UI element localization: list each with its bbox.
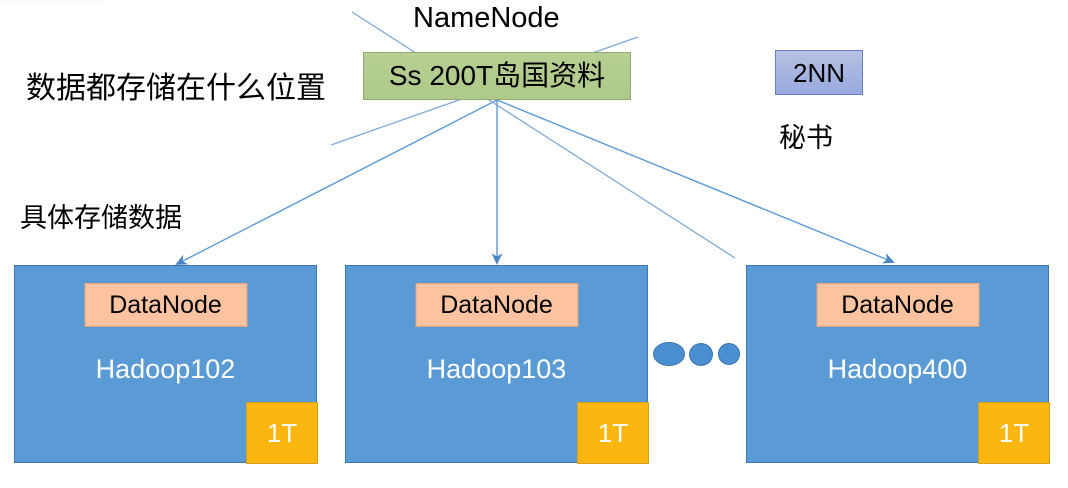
capacity-chip: 1T [978, 402, 1050, 464]
slide-edge-artifact [0, 0, 108, 4]
annotation-data-location: 数据都存储在什么位置 [26, 72, 326, 105]
annotation-concrete-storage: 具体存储数据 [20, 203, 182, 233]
host-node[interactable]: DataNode Hadoop103 1T [345, 265, 649, 464]
secondary-namenode-label: 2NN [792, 57, 845, 88]
datanode-label: DataNode [440, 290, 553, 319]
capacity-chip: 1T [577, 402, 649, 464]
page-title: NameNode [413, 2, 560, 34]
host-node[interactable]: DataNode Hadoop102 1T [14, 265, 318, 464]
host-name-label: Hadoop103 [426, 354, 567, 384]
host-name-label: Hadoop102 [95, 354, 236, 384]
capacity-label: 1T [266, 418, 298, 448]
datanode-label: DataNode [841, 290, 954, 319]
capacity-label: 1T [597, 418, 629, 448]
connector-namenode-to-host-0 [175, 99, 498, 265]
datanode-label: DataNode [109, 290, 222, 319]
capacity-label: 1T [998, 418, 1030, 448]
capacity-chip: 1T [246, 402, 318, 464]
ellipsis-dot-icon [653, 342, 685, 366]
datanode-badge[interactable]: DataNode [84, 283, 247, 327]
secondary-namenode-box[interactable]: 2NN [775, 50, 863, 95]
ellipsis-dot-icon [718, 343, 740, 365]
host-name-label: Hadoop400 [827, 354, 968, 384]
ellipsis-dots [653, 340, 740, 370]
datanode-badge[interactable]: DataNode [415, 283, 578, 327]
namenode-box[interactable]: Ss 200T岛国资料 [363, 52, 631, 100]
ellipsis-dot-icon [689, 343, 713, 366]
connector-crossing-left [351, 11, 736, 259]
namenode-label: Ss 200T岛国资料 [388, 60, 606, 91]
secondary-namenode-caption: 秘书 [779, 123, 833, 153]
host-node[interactable]: DataNode Hadoop400 1T [746, 265, 1050, 464]
connector-namenode-to-host-2 [496, 99, 895, 264]
datanode-badge[interactable]: DataNode [816, 283, 979, 327]
